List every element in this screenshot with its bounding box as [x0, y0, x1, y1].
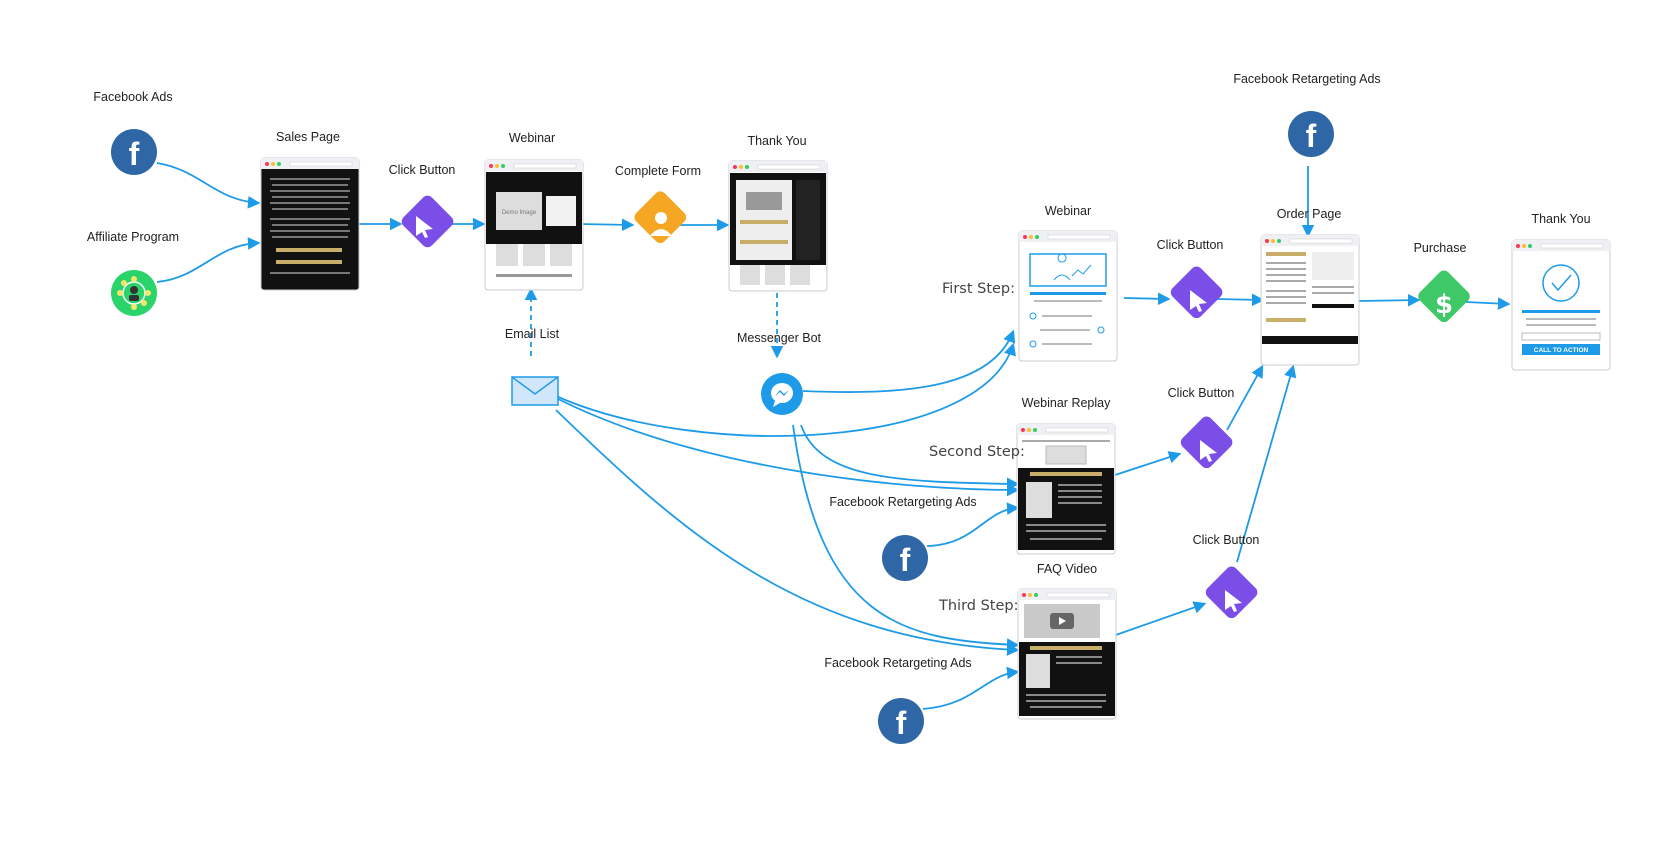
order-page-label: Order Page [1276, 207, 1342, 221]
webinar-label: Webinar [508, 131, 556, 145]
click-button-label: Click Button [388, 163, 456, 177]
checkmark-icon [1542, 264, 1580, 302]
facebook-retargeting-ads-label: Facebook Retargeting Ads [824, 656, 972, 670]
connector [579, 218, 635, 232]
order-page-thumbnail[interactable] [1260, 234, 1360, 366]
faq-video-page-thumbnail[interactable] [1017, 588, 1117, 720]
email-list-label: Email List [504, 327, 560, 341]
connector [555, 397, 1020, 497]
faq-video-label: FAQ Video [1036, 562, 1098, 576]
connector [555, 409, 1020, 656]
cursor-icon[interactable] [1178, 414, 1235, 471]
first-step-label: First Step: [942, 281, 1016, 297]
messenger-bot-label: Messenger Bot [736, 331, 822, 345]
dollar-icon[interactable]: $ [1416, 268, 1473, 325]
connector [922, 666, 1020, 710]
facebook-icon[interactable]: f [111, 129, 157, 175]
facebook-ads-label: Facebook Ads [93, 90, 173, 104]
svg-text:f: f [1306, 118, 1317, 154]
facebook-icon[interactable]: f [1288, 111, 1334, 157]
connector [555, 342, 1016, 437]
cursor-icon[interactable] [1203, 564, 1260, 621]
svg-text:f: f [896, 705, 907, 741]
third-step-label: Third Step: [939, 598, 1019, 614]
connector [792, 424, 1020, 651]
webinar-label: Webinar [1044, 204, 1092, 218]
thank-you-page-thumbnail[interactable] [728, 160, 828, 292]
svg-text:$: $ [1435, 290, 1453, 320]
affiliate-icon[interactable] [111, 270, 157, 316]
click-button-label: Click Button [1167, 386, 1235, 400]
svg-text:f: f [900, 542, 911, 578]
complete-form-label: Complete Form [614, 164, 702, 178]
facebook-icon[interactable]: f [878, 698, 924, 744]
facebook-retargeting-ads-label: Facebook Retargeting Ads [1233, 72, 1381, 86]
user-icon[interactable] [632, 189, 689, 246]
connector [1123, 292, 1171, 306]
call-to-action-text: CALL TO ACTION [1534, 347, 1589, 354]
click-button-label: Click Button [1156, 238, 1224, 252]
thank-you-label: Thank You [1531, 212, 1591, 226]
connector [1111, 451, 1182, 477]
click-button-label: Click Button [1192, 533, 1260, 547]
connector [1226, 364, 1264, 431]
facebook-icon[interactable]: f [882, 535, 928, 581]
facebook-retargeting-ads-label: Facebook Retargeting Ads [829, 495, 977, 509]
connector [156, 237, 261, 283]
demo-image-text: Demo Image [502, 210, 537, 216]
connector [1465, 297, 1511, 310]
svg-text:f: f [129, 136, 140, 172]
thank-you-label: Thank You [747, 134, 807, 148]
webinar-page-thumbnail[interactable] [1018, 230, 1118, 362]
connectors [156, 162, 1511, 710]
webinar-replay-page-thumbnail[interactable] [1016, 423, 1116, 555]
connector [1358, 293, 1421, 307]
second-step-label: Second Step: [929, 444, 1025, 460]
connector [1112, 601, 1207, 637]
connector [802, 329, 1016, 393]
webinar-replay-label: Webinar Replay [1021, 396, 1111, 410]
purchase-label: Purchase [1413, 241, 1467, 255]
envelope-icon[interactable] [511, 376, 559, 406]
affiliate-program-label: Affiliate Program [86, 230, 180, 244]
connector [926, 502, 1020, 547]
connector [1236, 364, 1297, 563]
connector [156, 162, 261, 209]
sales-page-thumbnail[interactable] [260, 157, 360, 291]
messenger-icon[interactable] [761, 373, 803, 415]
thank-you-page-thumbnail[interactable]: CALL TO ACTION [1511, 239, 1611, 371]
call-to-action-button[interactable] [1522, 344, 1600, 355]
connector [800, 424, 1020, 491]
webinar-page-thumbnail[interactable]: Demo Image [484, 159, 584, 291]
cursor-icon[interactable] [399, 193, 456, 250]
sales-page-label: Sales Page [276, 130, 340, 144]
connector [1215, 293, 1265, 307]
cursor-icon[interactable] [1168, 264, 1225, 321]
